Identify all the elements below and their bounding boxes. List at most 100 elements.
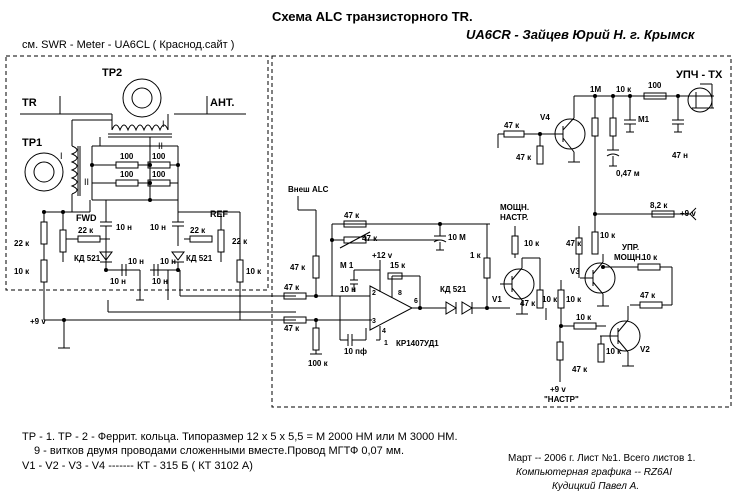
label-plus9-nastr: +9 v (550, 385, 566, 394)
label-kd521-mid: КД 521 (440, 285, 467, 294)
label-r47k-a: 47 к (290, 263, 306, 272)
label-v3: V3 (570, 267, 580, 276)
label-tr: TR (22, 97, 37, 109)
label-kd521-left: КД 521 (74, 254, 101, 263)
label-c10n-2: 10 н (150, 223, 166, 232)
label-upch-tx: УПЧ - ТХ (676, 69, 723, 81)
label-c10n-6: 10 н (160, 257, 176, 266)
label-m1-right: М1 (638, 115, 650, 124)
label-r22k-ref: 22 к (190, 226, 206, 235)
label-r100k: 100 к (308, 359, 328, 368)
label-pin4: 4 (382, 328, 386, 335)
label-r100-top: 100 (648, 81, 662, 90)
label-c10pf: 10 пф (344, 347, 367, 356)
note-line-3: V1 - V2 - V3 - V4 ------- КТ - 315 Б ( К… (22, 460, 253, 472)
label-r100-d: 100 (152, 170, 166, 179)
note-designer: Кудицкий Павел А. (552, 481, 640, 492)
label-v1: V1 (492, 295, 502, 304)
label-pin3: 3 (372, 318, 376, 325)
label-tp1: TP1 (22, 137, 43, 149)
label-r10k-mid: 10 к (542, 295, 558, 304)
label-c10n-4: 10 н (152, 277, 168, 286)
label-pin2: 2 (372, 290, 376, 297)
label-c047: 0,47 м (616, 169, 640, 178)
note-date: Март -- 2006 г. Лист №1. Всего листов 1. (508, 453, 696, 464)
label-coil-ii-right: II (158, 141, 164, 151)
label-r10k-right: 10 к (246, 267, 262, 276)
label-plus12: +12 v (372, 251, 393, 260)
label-c47n: 47 н (672, 151, 688, 160)
page-title: Схема ALC транзисторного TR. (272, 9, 473, 24)
label-tp2: TP2 (102, 67, 123, 79)
label-pin1: 1 (384, 340, 388, 347)
tp1-ring-inner (33, 161, 55, 183)
label-ref: REF (210, 209, 228, 219)
label-r10k-top: 10 к (616, 85, 632, 94)
label-coil-i-top: I (162, 119, 165, 129)
label-r10k-v3: 10 к (600, 231, 616, 240)
label-r47k-var: 47 к (362, 234, 378, 243)
note-line-1: ТР - 1. ТР - 2 - Феррит. кольца. Типораз… (22, 431, 458, 443)
label-r1m: 1М (590, 85, 602, 94)
label-plus9-left: +9 v (30, 317, 46, 326)
label-r22k-right: 22 к (232, 237, 248, 246)
label-r47k-v4a: 47 к (504, 121, 520, 130)
label-v4: V4 (540, 113, 550, 122)
label-fwd: FWD (76, 213, 97, 223)
label-r10k-v3b: 10 к (642, 253, 658, 262)
label-upr-2: МОЩН. (614, 253, 644, 262)
label-r22k-fwd: 22 к (78, 226, 94, 235)
tp2-ring-inner (131, 87, 153, 109)
label-upr-1: УПР. (622, 243, 640, 252)
tp1-ring-outer (24, 152, 64, 192)
label-r15k: 15 к (390, 261, 406, 270)
label-opamp: КР1407УД1 (396, 339, 439, 348)
label-c10m: 10 М (448, 233, 466, 242)
label-r1k: 1 к (470, 251, 481, 260)
label-r82k: 8,2 к (650, 201, 668, 210)
label-r47k-v4b: 47 к (516, 153, 532, 162)
label-kd521-right: КД 521 (186, 254, 213, 263)
author-line: UA6CR - Зайцев Юрий Н. г. Крымск (466, 27, 695, 42)
label-v2: V2 (640, 345, 650, 354)
label-r47k-b: 47 к (284, 283, 300, 292)
label-ant: АНТ. (210, 97, 235, 109)
label-r10k-left: 10 к (14, 267, 30, 276)
label-r100-c: 100 (120, 170, 134, 179)
label-r22k-left: 22 к (14, 239, 30, 248)
label-r47k-v2b: 47 к (572, 365, 588, 374)
label-r47k-v3: 47 к (566, 239, 582, 248)
label-r47k-d: 47 к (344, 211, 360, 220)
label-r47k-v2a: 47 к (640, 291, 656, 300)
label-r100-b: 100 (152, 152, 166, 161)
swr-block-caption: см. SWR - Meter - UA6CL ( Краснод.сайт ) (22, 39, 235, 51)
label-r10k-v2b: 10 к (606, 347, 622, 356)
note-graphics: Компьютерная графика -- RZ6AI (516, 467, 673, 478)
label-r47k-v1: 47 к (520, 299, 536, 308)
label-r10k-v1b: 10 к (566, 295, 582, 304)
label-vnesh-alc: Внеш ALC (288, 185, 329, 194)
label-r100-a: 100 (120, 152, 134, 161)
alc-block-outline (271, 55, 732, 408)
label-mosh-nastr-2: НАСТР. (500, 213, 529, 222)
label-c10n-1: 10 н (116, 223, 132, 232)
tp2-ring-outer (122, 78, 162, 118)
label-r47k-c: 47 к (284, 324, 300, 333)
note-line-2: 9 - витков двумя проводами сложенными вм… (34, 445, 405, 457)
label-m1-left: М 1 (340, 261, 354, 270)
label-pin8: 8 (398, 290, 402, 297)
label-r10k-v2: 10 к (576, 313, 592, 322)
label-c10n-3: 10 н (110, 277, 126, 286)
label-r10k-v1: 10 к (524, 239, 540, 248)
opamp-symbol (369, 285, 414, 331)
label-c10n-op: 10 н (340, 285, 356, 294)
label-pin6: 6 (414, 298, 418, 305)
swr-block-outline (5, 55, 269, 291)
label-c10n-5: 10 н (128, 257, 144, 266)
label-mosh-nastr-1: МОЩН. (500, 203, 530, 212)
label-plus9-right: +9 v (680, 209, 696, 218)
label-coil-i-left: I (60, 151, 63, 161)
label-coil-ii-left: II (84, 177, 90, 187)
label-nastr: "НАСТР" (544, 395, 579, 404)
